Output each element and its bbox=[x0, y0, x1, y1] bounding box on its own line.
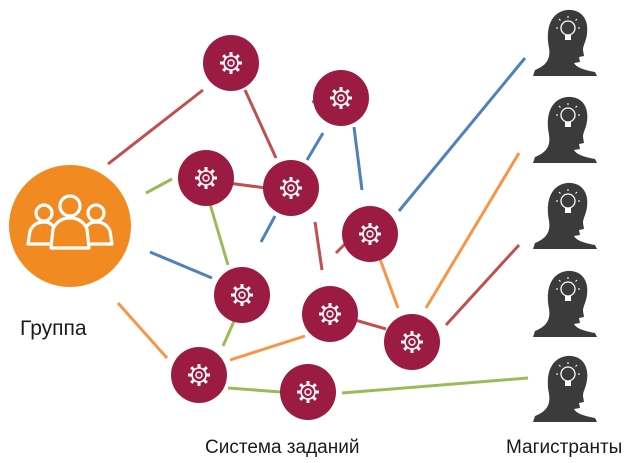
connection-line bbox=[227, 386, 282, 394]
connection-line bbox=[116, 302, 169, 359]
task-node bbox=[263, 160, 319, 216]
student-head-lightbulb-icon bbox=[532, 270, 598, 338]
connection-lines bbox=[107, 57, 529, 395]
task-nodes bbox=[171, 35, 440, 420]
task-node bbox=[384, 314, 440, 370]
task-node bbox=[171, 347, 227, 403]
connection-line bbox=[221, 318, 237, 347]
student-head-lightbulb-icon bbox=[532, 9, 598, 77]
task-node bbox=[214, 267, 270, 323]
connection-line bbox=[208, 203, 230, 266]
task-node bbox=[342, 206, 398, 262]
task-node bbox=[313, 70, 369, 126]
connection-line bbox=[145, 177, 173, 195]
student-head-lightbulb-icon bbox=[532, 96, 598, 164]
task-node bbox=[203, 35, 259, 91]
connection-line bbox=[352, 126, 364, 191]
student-head-lightbulb-icon bbox=[532, 355, 598, 423]
connection-line bbox=[149, 250, 213, 280]
connection-line bbox=[378, 258, 400, 309]
group-label: Группа bbox=[20, 317, 87, 340]
connection-line bbox=[107, 88, 204, 166]
connection-line bbox=[397, 57, 527, 212]
student-nodes bbox=[532, 9, 598, 423]
connection-line bbox=[424, 152, 521, 309]
connection-line bbox=[243, 89, 278, 159]
connection-line bbox=[341, 376, 529, 395]
connection-line bbox=[227, 181, 267, 190]
connection-line bbox=[229, 334, 306, 362]
task-node bbox=[302, 286, 358, 342]
connection-line bbox=[444, 243, 521, 327]
task-system-label: Система заданий bbox=[205, 437, 360, 458]
connection-line bbox=[305, 132, 325, 161]
masters-label: Магистранты bbox=[506, 437, 623, 458]
connection-line bbox=[259, 215, 277, 243]
group-node bbox=[9, 165, 131, 287]
task-node bbox=[178, 150, 234, 206]
task-node bbox=[280, 364, 336, 420]
connection-line bbox=[313, 221, 324, 271]
people-group-icon bbox=[26, 194, 114, 250]
student-head-lightbulb-icon bbox=[532, 182, 598, 250]
